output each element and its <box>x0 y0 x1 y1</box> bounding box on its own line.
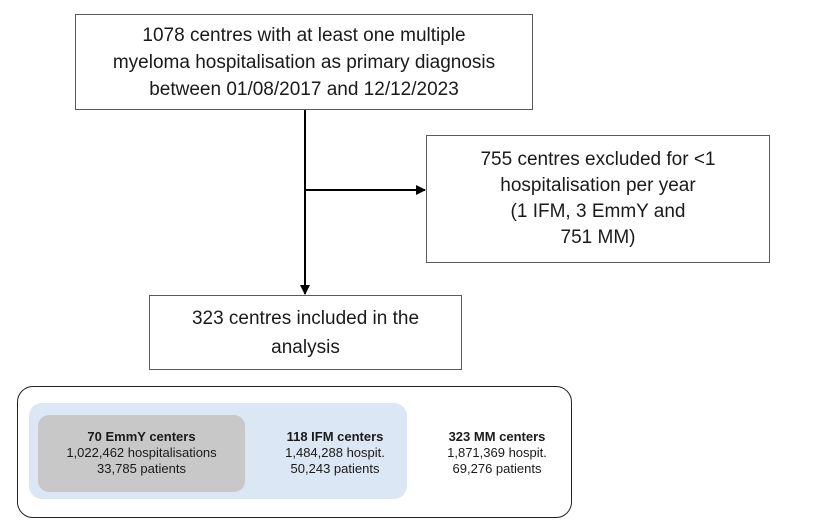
emmy-title: 70 EmmY centers <box>87 429 196 444</box>
excluded-line-3: (1 IFM, 3 EmmY and <box>510 201 686 222</box>
emmy-hospitalisations: 1,022,462 hospitalisations <box>66 445 217 460</box>
included-box: 323 centres included in the analysis <box>149 295 462 370</box>
ifm-group: 118 IFM centers 1,484,288 hospit. 50,243… <box>264 429 406 477</box>
ifm-patients: 50,243 patients <box>290 461 380 476</box>
mm-hospitalisations: 1,871,369 hospit. <box>447 445 547 460</box>
screening-box: 1078 centres with at least one multiple … <box>75 14 533 110</box>
screening-line-3: between 01/08/2017 and 12/12/2023 <box>149 78 459 100</box>
excluded-line-2: hospitalisation per year <box>500 175 696 196</box>
excluded-line-1: 755 centres excluded for <1 <box>480 149 716 170</box>
excluded-line-4: 751 MM) <box>560 227 636 248</box>
screening-line-1: 1078 centres with at least one multiple <box>142 24 466 46</box>
screening-line-2: myeloma hospitalisation as primary diagn… <box>112 51 496 73</box>
included-line-1: 323 centres included in the <box>191 307 420 329</box>
mm-patients: 69,276 patients <box>452 461 542 476</box>
ifm-title: 118 IFM centers <box>286 429 384 444</box>
emmy-panel <box>38 415 245 492</box>
emmy-patients: 33,785 patients <box>97 461 186 476</box>
included-line-2: analysis <box>271 336 340 358</box>
emmy-group: 70 EmmY centers 1,022,462 hospitalisatio… <box>38 429 245 477</box>
excluded-box: 755 centres excluded for <1 hospitalisat… <box>426 135 770 263</box>
mm-group: 323 MM centers 1,871,369 hospit. 69,276 … <box>422 429 572 477</box>
mm-title: 323 MM centers <box>448 429 546 444</box>
ifm-hospitalisations: 1,484,288 hospit. <box>285 445 385 460</box>
